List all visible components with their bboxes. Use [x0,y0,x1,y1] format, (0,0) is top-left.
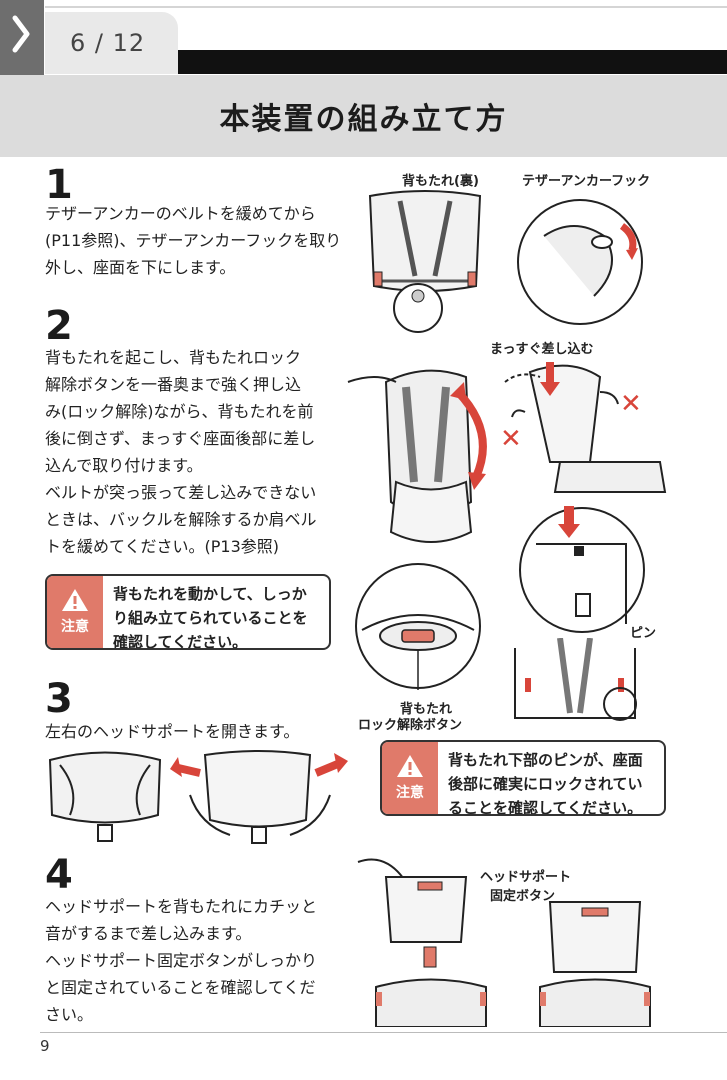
label-insert-straight: まっすぐ差し込む [490,342,594,357]
step-2-text: 背もたれを起こし、背もたれロック 解除ボタンを一番奥まで強く押し込 み(ロック解… [45,344,317,560]
step-4-line: ヘッドサポート固定ボタンがしっかり [45,951,318,970]
label-headsupport-button: ヘッドサポート 固定ボタン [480,866,571,904]
svg-text:✕: ✕ [620,389,642,419]
label-line: 固定ボタン [490,889,556,904]
label-line: ヘッドサポート [480,870,572,885]
caution-line: 確認してください。 [113,633,248,650]
title-bar: 本装置の組み立て方 [0,75,727,157]
caution-message: 背もたれ下部のピンが、座面 後部に確実にロックされてい ることを確認してください… [438,742,664,814]
step-1-line: (P11参照)、テザーアンカーフックを取り [45,231,342,250]
head-support-installed-illustration [539,901,651,1027]
step-4-text: ヘッドサポートを背もたれにカチッと 音がするまで差し込みます。 ヘッドサポート固… [45,893,317,1028]
caution-line: ることを確認してください。 [448,799,643,816]
label-pin: ピン [630,626,657,641]
header-black-bar [170,50,727,74]
caution-box-1: 注意 背もたれを動かして、しっか り組み立てられていることを 確認してください。 [45,574,331,650]
step-2-number: 2 [45,303,73,349]
seat-bottom-pins-illustration [514,638,637,721]
tether-hook-illustration [517,199,643,325]
head-support-closed-illustration [48,751,162,842]
step-3-text: 左右のヘッドサポートを開きます。 [45,718,299,745]
caution-line: 背もたれ下部のピンが、座面 [448,751,643,769]
caution-line: 背もたれを動かして、しっか [113,585,307,603]
top-divider [45,6,727,8]
warning-icon [62,589,88,611]
step-4-line: さい。 [45,1005,94,1024]
chevron-right-icon [12,15,30,53]
step-1-line: テザーアンカーのベルトを緩めてから [45,204,316,223]
warning-icon [397,755,423,777]
page-title: 本装置の組み立て方 [219,102,508,137]
step-3-line: 左右のヘッドサポートを開きます。 [45,722,300,741]
caution-label: 注意 [61,619,89,635]
caution-line: 後部に確実にロックされてい [448,775,643,793]
label-lock-release-2: ロック解除ボタン [358,718,463,733]
page-indicator: 6 / 12 [45,12,178,74]
step-1-text: テザーアンカーのベルトを緩めてから (P11参照)、テザーアンカーフックを取り … [45,200,341,281]
lock-release-button-illustration [355,563,481,690]
label-tether-hook: テザーアンカーフック [522,174,651,189]
step-2-line: ベルトが突っ張って差し込みできない [45,483,317,502]
step-2-line: 解除ボタンを一番奥まで強く押し込 [45,375,302,394]
step-3-number: 3 [45,676,73,722]
step-2-line: 背もたれを起こし、背もたれロック [45,348,302,367]
footer-divider [40,1032,727,1033]
step-4-line: と固定されていることを確認してくだ [45,978,316,997]
step-2-line: トを緩めてください。(P13参照) [45,537,280,556]
step-2-line: み(ロック解除)ながら、背もたれを前 [45,402,314,421]
caution-badge: 注意 [382,742,438,814]
head-support-open-illustration [170,750,348,844]
step-4-number: 4 [45,852,73,898]
backrest-rear-illustration [368,190,482,333]
label-line: 背もたれ [400,702,453,717]
label-lock-release: 背もたれ [386,698,452,717]
step-4-line: 音がするまで差し込みます。 [45,924,252,943]
step-1-number: 1 [45,162,73,208]
svg-text:✕: ✕ [500,424,522,454]
caution-line: り組み立てられていることを [113,609,308,627]
straight-insert-illustration: ✕ ✕ [500,362,667,493]
step-2-line: ときは、バックルを解除するか肩ベル [45,510,317,529]
caution-message: 背もたれを動かして、しっか り組み立てられていることを 確認してください。 [103,576,329,648]
step-2-line: 後に倒さず、まっすぐ座面後部に差し [45,429,316,448]
caution-badge: 注意 [47,576,103,648]
step-1-line: 外し、座面を下にします。 [45,258,236,277]
caution-label: 注意 [396,785,424,801]
caution-box-2: 注意 背もたれ下部のピンが、座面 後部に確実にロックされてい ることを確認してく… [380,740,666,816]
backrest-push-illustration [347,369,487,543]
label-backrest-rear: 背もたれ(裏) [402,174,479,189]
head-support-insert-illustration [357,858,487,1027]
pin-illustration [519,506,645,633]
page-number: 9 [40,1037,50,1055]
step-2-line: 込んで取り付けます。 [45,456,203,475]
step-4-line: ヘッドサポートを背もたれにカチッと [45,897,318,916]
